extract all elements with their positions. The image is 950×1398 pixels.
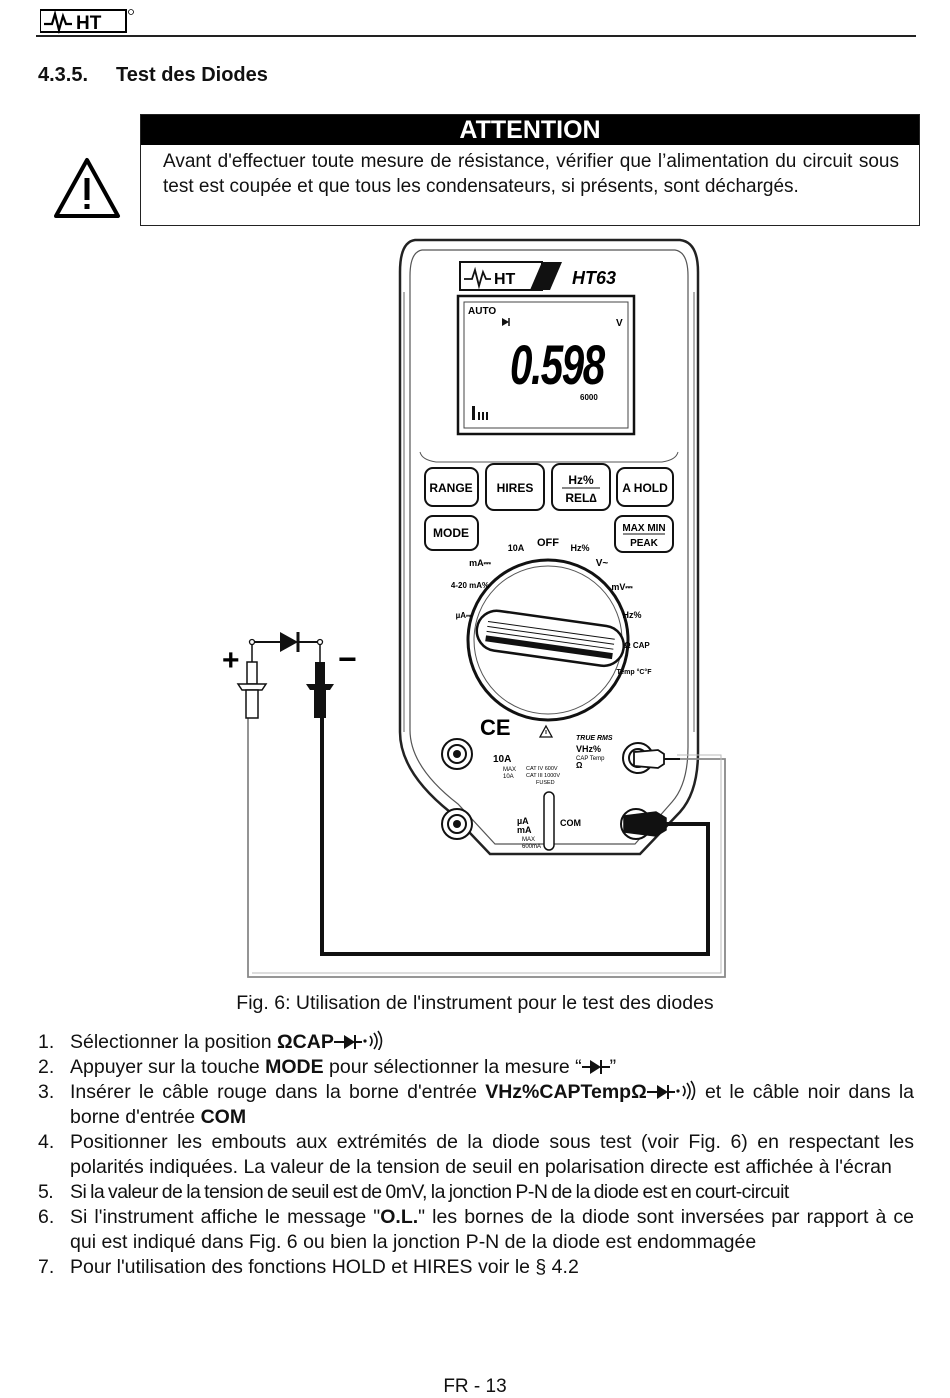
lcd-range: 6000	[580, 393, 598, 402]
cat-iv-label: CAT IV 600V	[526, 766, 558, 772]
meter-brand: HT	[494, 271, 516, 288]
black-lead-plug	[623, 811, 667, 837]
ht-logo: HT	[40, 9, 134, 34]
meter-model: HT63	[572, 268, 616, 288]
step-5: 5.Si la valeur de la tension de seuil es…	[38, 1181, 789, 1203]
lcd-value: 0.598	[510, 335, 606, 397]
dial-ma: mA⎓	[469, 558, 492, 568]
attention-text: Avant d'effectuer toute mesure de résist…	[163, 151, 899, 197]
a-hold-button[interactable]: A HOLD	[616, 467, 674, 507]
rotary-dial[interactable]	[466, 558, 630, 722]
svg-text:RANGE: RANGE	[429, 481, 472, 495]
section-heading: Test des Diodes	[116, 64, 268, 86]
cap-temp-label: CAP Temp	[576, 756, 605, 762]
mode-button[interactable]: MODE	[424, 515, 479, 551]
lcd-unit: V	[616, 318, 623, 329]
warning-triangle-icon	[54, 158, 120, 218]
terminal-10a[interactable]	[441, 738, 473, 770]
step-3: 3.Insérer le câble rouge dans la borne d…	[38, 1080, 914, 1128]
terminal-ma-value: 600mA	[522, 844, 541, 850]
terminal-10a-max: MAX	[503, 767, 516, 773]
svg-text:REL∆: REL∆	[565, 491, 597, 505]
dial-temp: Temp °C°F	[616, 668, 652, 676]
terminal-ua-label: µA	[517, 816, 529, 826]
dial-mvdc: mV⎓	[611, 582, 633, 592]
negative-probe	[306, 642, 334, 718]
dial-hz-v: Hz%	[570, 543, 589, 553]
step-6: 6.Si l'instrument affiche le message "O.…	[38, 1206, 914, 1253]
diode-component	[248, 632, 324, 652]
lcd-auto: AUTO	[468, 306, 496, 317]
true-rms-label: TRUE RMS	[576, 735, 613, 742]
header-rule	[36, 35, 916, 37]
ce-mark: CE	[480, 715, 511, 740]
logo-text: HT	[76, 13, 102, 34]
section-number: 4.3.5.	[38, 64, 89, 86]
caution-icon	[538, 724, 554, 738]
dial-4-20ma: 4-20 mA%	[451, 581, 489, 590]
procedure-steps: 1.Sélectionner la position ΩCAP 2.Appuye…	[38, 1030, 914, 1280]
dial-off: OFF	[537, 537, 559, 549]
svg-text:MODE: MODE	[433, 526, 469, 540]
dial-ohm: Ω CAP	[624, 641, 650, 650]
cat-iii-label: CAT III 1000V	[526, 773, 560, 779]
step-7: 7.Pour l'utilisation des fonctions HOLD …	[38, 1256, 579, 1278]
red-lead-plug	[633, 749, 680, 769]
function-symbol: ΩCAP	[277, 1031, 334, 1053]
lcd-diode-icon	[502, 318, 510, 326]
max-min-peak-button[interactable]: MAX MIN PEAK	[614, 515, 674, 553]
terminal-ma-max: MAX	[522, 837, 535, 843]
battery-level-icon	[472, 406, 488, 420]
page-number: FR - 13	[443, 1376, 507, 1397]
section-title: 4.3.5. Test des Diodes	[38, 64, 268, 87]
attention-heading: ATTENTION	[141, 115, 919, 145]
dial-ua: µA⎓	[456, 611, 473, 620]
step-4: 4.Positionner les embouts aux extrémités…	[38, 1131, 914, 1178]
vhz-label: VHz%	[576, 744, 601, 754]
svg-text:MAX MIN: MAX MIN	[622, 523, 665, 534]
multimeter-figure: HT HT63 AUTO V 0.598 6000 RANGE HIRES Hz…	[222, 238, 726, 978]
dial-vac: V~	[596, 558, 609, 569]
dial-hz: Hz%	[622, 610, 641, 620]
dial-10a: 10A	[508, 543, 525, 553]
svg-text:Hz%: Hz%	[568, 473, 594, 487]
terminal-ma[interactable]	[441, 808, 473, 840]
terminal-10a-label: 10A	[493, 754, 511, 765]
terminal-10a-value: 10A	[503, 774, 514, 780]
ohm-diode-label: Ω	[576, 761, 583, 770]
figure-caption: Fig. 6: Utilisation de l'instrument pour…	[236, 992, 714, 1014]
fused-label: FUSED	[536, 780, 555, 786]
attention-box: ATTENTION Avant d'effectuer toute mesure…	[140, 114, 920, 226]
negative-sign: −	[338, 641, 357, 677]
terminal-com-label: COM	[560, 818, 581, 828]
hz-rel-button[interactable]: Hz% REL∆	[551, 463, 611, 511]
terminal-ma-label: mA	[517, 825, 532, 835]
range-button[interactable]: RANGE	[424, 467, 479, 507]
positive-sign: +	[222, 644, 240, 677]
diode-continuity-icon	[333, 1030, 383, 1052]
step-1: 1.Sélectionner la position ΩCAP	[38, 1030, 914, 1055]
positive-probe	[236, 642, 268, 719]
hires-button[interactable]: HIRES	[485, 463, 545, 511]
diode-continuity-icon	[646, 1080, 696, 1102]
svg-text:A HOLD: A HOLD	[622, 481, 668, 495]
svg-text:PEAK: PEAK	[630, 538, 659, 549]
diode-icon	[581, 1060, 610, 1074]
svg-text:HIRES: HIRES	[497, 481, 534, 495]
step-2: 2.Appuyer sur la touche MODE pour sélect…	[38, 1056, 617, 1078]
